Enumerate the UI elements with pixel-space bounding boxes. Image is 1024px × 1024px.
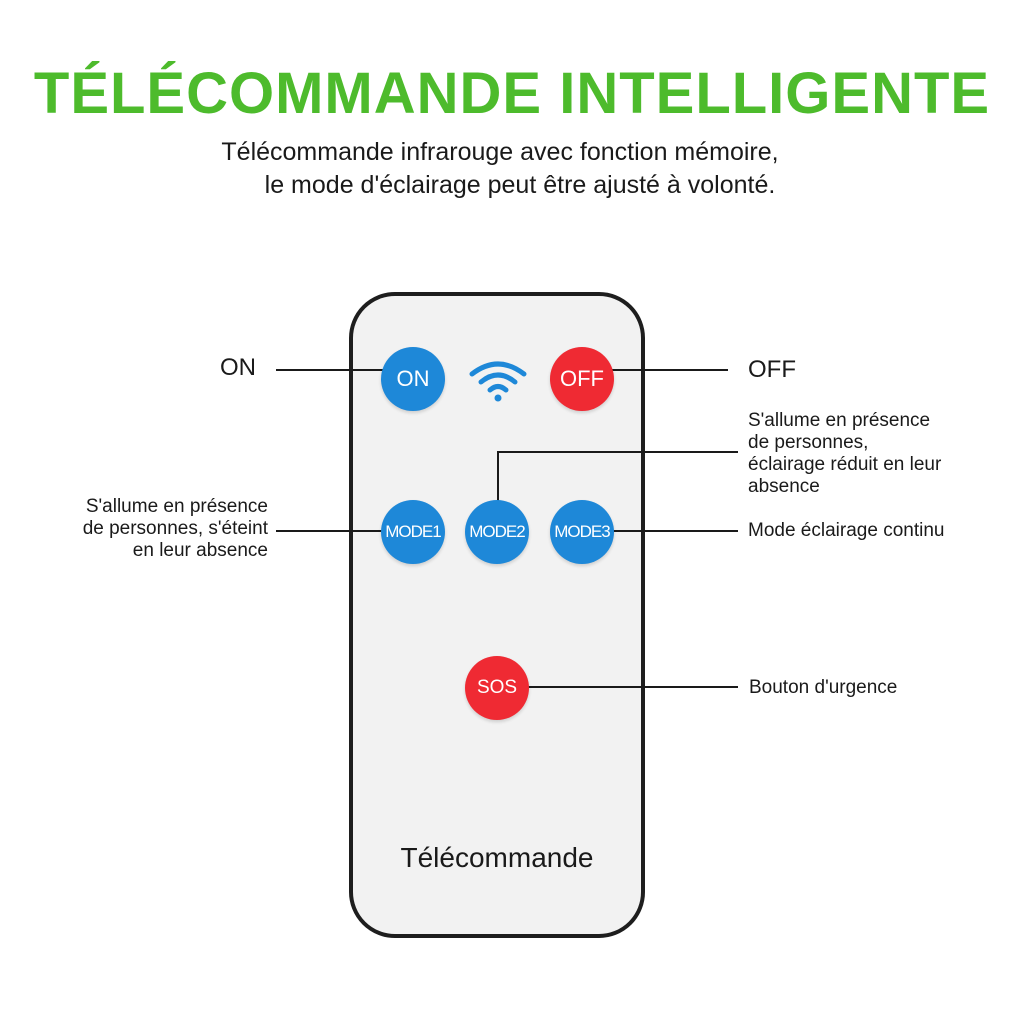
callout-mode2-line: éclairage réduit en leur [748, 454, 942, 475]
mode2-button[interactable]: MODE2 [465, 500, 529, 564]
off-button[interactable]: OFF [550, 347, 614, 411]
callout-mode1-line: de personnes, s'éteint [82, 518, 268, 539]
page-title: TÉLÉCOMMANDE INTELLIGENTE [33, 61, 991, 126]
callout-on: ON [220, 354, 256, 381]
callout-mode2: S'allume en présence de personnes, éclai… [748, 410, 978, 498]
callout-mode1-line: S'allume en présence [85, 496, 268, 517]
callout-mode2-line: de personnes, [748, 432, 869, 453]
wifi-signal-icon [469, 361, 527, 402]
on-button[interactable]: ON [381, 347, 445, 411]
callout-sos: Bouton d'urgence [749, 677, 898, 698]
subtitle-line-2: le mode d'éclairage peut être ajusté à v… [264, 171, 776, 199]
callout-mode1: S'allume en présence de personnes, s'éte… [40, 496, 268, 562]
mode1-button[interactable]: MODE1 [381, 500, 445, 564]
callout-mode1-line: en leur absence [132, 540, 268, 561]
sos-button[interactable]: SOS [465, 656, 529, 720]
mode3-button[interactable]: MODE3 [550, 500, 614, 564]
callout-off: OFF [748, 356, 796, 383]
remote-label: Télécommande [400, 842, 594, 873]
callout-mode2-line: absence [748, 476, 820, 497]
callout-mode2-line: S'allume en présence [748, 410, 931, 431]
subtitle-line-1: Télécommande infrarouge avec fonction mé… [221, 138, 779, 166]
callout-mode3: Mode éclairage continu [748, 520, 945, 541]
